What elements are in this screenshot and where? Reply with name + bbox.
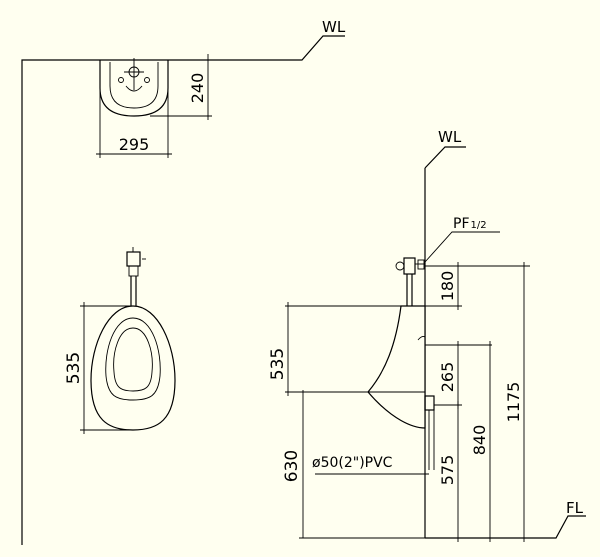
wl-top-label: WL [322, 18, 346, 36]
dim-valve-text: 180 [438, 271, 457, 302]
dim-spud-height: 840 [470, 341, 491, 542]
pf-fraction-text: 1/2 [471, 220, 487, 231]
dim-front-height-text: 535 [64, 352, 84, 384]
dim-rim-height-text: 630 [282, 450, 302, 482]
dim-valve-total-text: 1175 [504, 382, 523, 423]
dim-valve: 180 [425, 262, 530, 310]
dim-rim-height: 630 [282, 390, 425, 539]
dim-outlet-height: 575 [438, 401, 459, 542]
wall-outline: WL [21, 18, 346, 545]
dim-spud-outlet: 265 [425, 341, 492, 409]
pf-label-text: PF [453, 216, 470, 232]
front-view: 535 [64, 247, 176, 434]
dim-plan-width-text: 295 [119, 135, 150, 154]
front-flush-valve [126, 247, 146, 306]
wl-side-label: WL [438, 128, 462, 146]
side-flush-valve: PF1/2 [395, 216, 500, 306]
dim-plan-depth-text: 240 [188, 73, 207, 104]
dim-spud-height-text: 840 [470, 425, 489, 456]
side-view: WL FL PF1/2 ø50(2")PVC [268, 128, 586, 542]
dim-front-height: 535 [64, 302, 133, 434]
fl-label: FL [566, 499, 584, 517]
plan-valve-symbol [118, 58, 150, 92]
dim-valve-total: 1175 [504, 262, 525, 542]
dim-plan-width: 295 [96, 88, 172, 158]
dim-side-bowl: 535 [268, 302, 425, 396]
dim-spud-outlet-text: 265 [438, 362, 457, 393]
dim-outlet-height-text: 575 [438, 455, 457, 486]
dim-side-bowl-text: 535 [268, 348, 288, 380]
pf-label: PF1/2 [453, 216, 487, 232]
plan-view: 240 295 [96, 54, 212, 158]
dim-plan-depth: 240 [150, 54, 212, 120]
pvc-label: ø50(2")PVC [312, 455, 393, 471]
